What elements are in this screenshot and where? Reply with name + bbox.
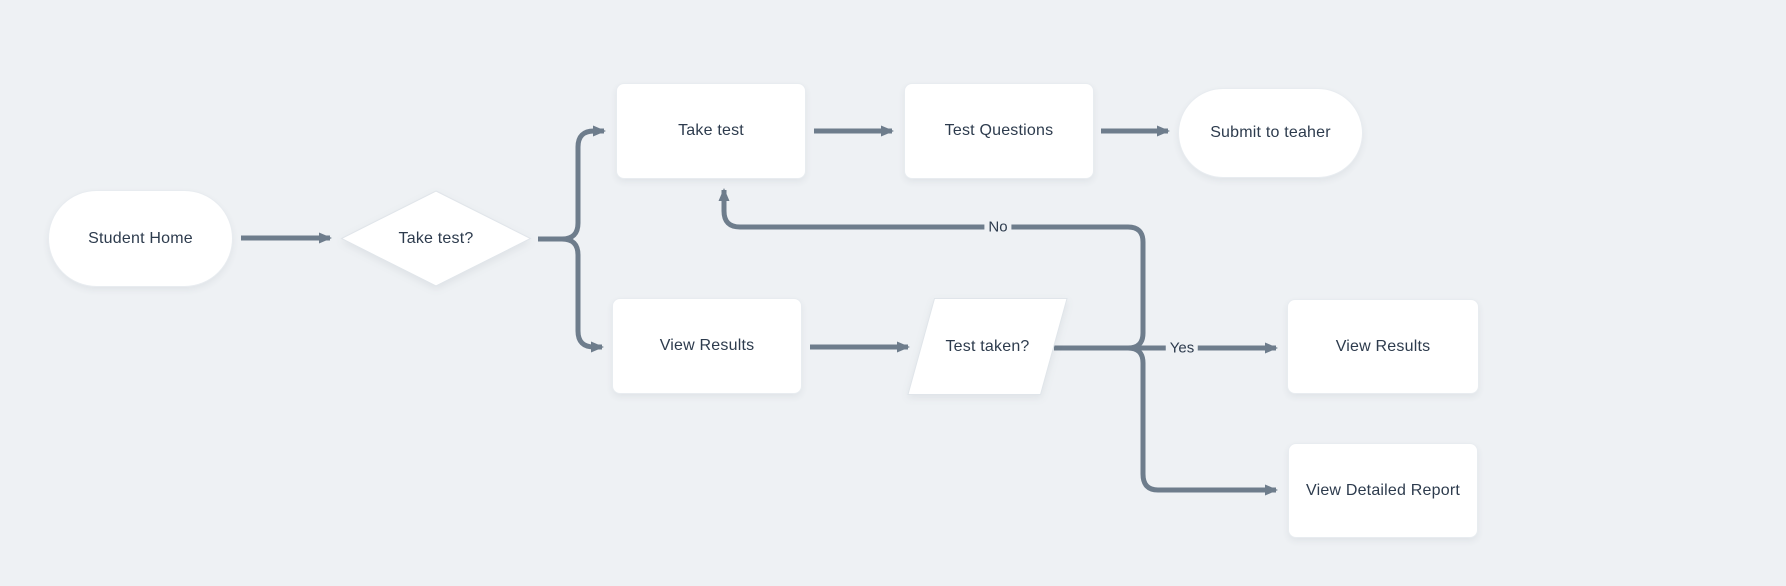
node-label: Take test? [398, 229, 474, 247]
edge-decision-to-taketest[interactable] [538, 125, 606, 242]
node-take-test[interactable]: Take test [616, 83, 806, 179]
parallelogram-shape [907, 298, 1068, 395]
node-view-results-final[interactable]: View Results [1287, 299, 1479, 394]
node-label: Submit to teaher [1210, 124, 1331, 141]
node-label: Student Home [88, 229, 193, 247]
edge-decision-to-viewresults[interactable] [538, 236, 604, 353]
node-label: View Results [1335, 337, 1431, 355]
node-label: Test taken? [945, 337, 1030, 355]
node-view-results[interactable]: View Results [612, 298, 802, 394]
node-submit-to-teacher[interactable]: Submit to teaher [1178, 88, 1363, 178]
node-view-detailed-report[interactable]: View Detailed Report [1288, 443, 1478, 538]
edge-label-yes[interactable]: Yes [1165, 338, 1199, 358]
edge-label-no[interactable]: No [984, 217, 1012, 237]
node-take-test-decision[interactable]: Take test? [340, 190, 532, 287]
node-label: View Detailed Report [1305, 481, 1460, 499]
edge-testtaken-no-to-taketest[interactable] [718, 188, 1146, 351]
node-student-home[interactable]: Student Home [48, 190, 233, 287]
edge-testtaken-to-detailedreport[interactable] [1127, 345, 1278, 496]
diamond-shape [340, 190, 532, 287]
node-test-taken[interactable]: Test taken? [907, 298, 1068, 395]
node-label: View Results [659, 337, 755, 354]
node-label: Test Questions [944, 122, 1054, 139]
node-label: Take test [678, 122, 744, 139]
node-test-questions[interactable]: Test Questions [904, 83, 1094, 179]
